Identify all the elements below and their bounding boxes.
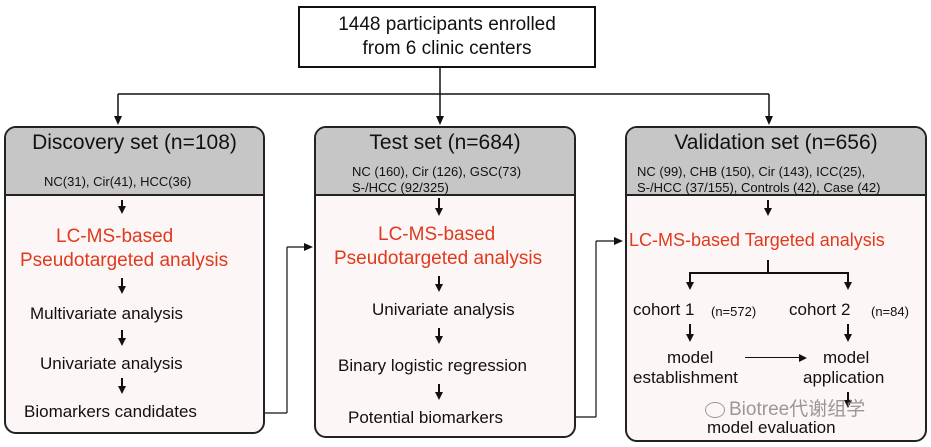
validation-method: LC-MS-based Targeted analysis: [629, 230, 885, 250]
participants-line1: 1448 participants enrolled: [338, 14, 556, 35]
validation-subtitle-1: NC (99), CHB (150), Cir (143), ICC(25),: [637, 164, 866, 179]
discovery-header: Discovery set (n=108) NC(31), Cir(41), H…: [6, 128, 263, 196]
discovery-step-4: Univariate analysis: [40, 354, 183, 373]
discovery-title: Discovery set (n=108): [32, 131, 237, 154]
discovery-step-1: LC-MS-based: [56, 226, 174, 247]
participants-line2: from 6 clinic centers: [362, 38, 532, 59]
discovery-subtitle: NC(31), Cir(41), HCC(36): [44, 174, 192, 189]
cohort1-n: (n=572): [711, 304, 757, 319]
wechat-icon: [705, 401, 725, 418]
model2-line1: model: [823, 348, 870, 367]
test-step-5: Potential biomarkers: [348, 408, 503, 427]
test-step-4: Binary logistic regression: [338, 356, 527, 375]
validation-header: Validation set (n=656) NC (99), CHB (150…: [627, 128, 925, 196]
participants-box: 1448 participants enrolled from 6 clinic…: [298, 6, 596, 68]
discovery-step-3: Multivariate analysis: [30, 304, 184, 323]
discovery-panel: Discovery set (n=108) NC(31), Cir(41), H…: [4, 126, 265, 434]
test-step-3: Univariate analysis: [372, 300, 515, 319]
model1-line1: model: [667, 348, 714, 367]
model1-line2: establishment: [633, 368, 738, 387]
model3-label: model evaluation: [707, 418, 836, 437]
validation-subtitle-2: S-/HCC (37/155), Controls (42), Case (42…: [637, 180, 881, 195]
test-step-1: LC-MS-based: [378, 224, 496, 245]
cohort2-n: (n=84): [871, 304, 909, 319]
cohort2-label: cohort 2: [789, 300, 851, 319]
test-subtitle-2: S-/HCC (92/325): [352, 180, 449, 195]
validation-title: Validation set (n=656): [674, 131, 878, 154]
watermark: Biotree代谢组学: [705, 394, 865, 421]
test-step-2: Pseudotargeted analysis: [334, 248, 543, 269]
test-title: Test set (n=684): [369, 131, 521, 154]
test-panel: Test set (n=684) NC (160), Cir (126), GS…: [314, 126, 576, 438]
test-header: Test set (n=684) NC (160), Cir (126), GS…: [316, 128, 574, 196]
model2-line2: application: [803, 368, 885, 387]
validation-panel: Validation set (n=656) NC (99), CHB (150…: [625, 126, 927, 442]
cohort1-label: cohort 1: [633, 300, 695, 319]
discovery-step-5: Biomarkers candidates: [24, 402, 197, 421]
discovery-step-2: Pseudotargeted analysis: [20, 250, 229, 271]
test-subtitle-1: NC (160), Cir (126), GSC(73): [352, 164, 522, 179]
watermark-text: Biotree代谢组学: [729, 399, 866, 420]
